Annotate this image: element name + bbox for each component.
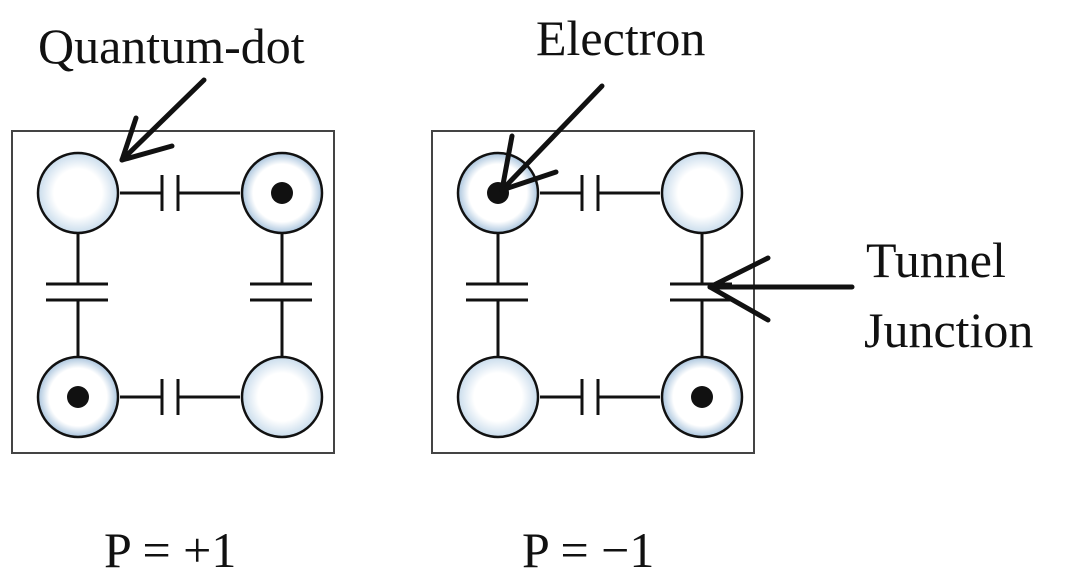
cell-1-junction-bottom <box>120 379 240 415</box>
cell-1-electron-top-right <box>271 182 293 204</box>
cell-2-frame <box>431 130 755 454</box>
arrow-to-tunnel-junction <box>707 255 855 323</box>
cell-2-polarization-label: P = −1 <box>522 522 654 578</box>
arrow-to-quantum-dot <box>119 77 207 163</box>
label-quantum-dot: Quantum-dot <box>38 18 305 74</box>
cell-1-electron-bottom-left <box>67 386 89 408</box>
cell-2-junction-top <box>540 175 660 211</box>
cell-2-junction-bottom <box>540 379 660 415</box>
cell-1-polarization-label: P = +1 <box>104 522 236 578</box>
cell-1-junction-left <box>46 233 108 356</box>
qca-cell-2 <box>431 130 755 454</box>
label-tunnel: Tunnel <box>866 232 1006 288</box>
label-electron: Electron <box>536 10 705 66</box>
label-junction: Junction <box>864 302 1033 358</box>
cell-1-junction-top <box>120 175 240 211</box>
cell-1-dot-top-left <box>36 151 120 235</box>
arrow-to-electron <box>499 83 605 193</box>
cell-2-electron-bottom-right <box>691 386 713 408</box>
qca-cell-1 <box>11 130 335 454</box>
cell-2-junction-right <box>670 233 732 356</box>
cell-1-dot-bottom-right <box>240 355 324 439</box>
cell-2-dot-bottom-left <box>456 355 540 439</box>
cell-1-junction-right <box>250 233 312 356</box>
cell-1-frame <box>11 130 335 454</box>
cell-2-dot-top-right <box>660 151 744 235</box>
cell-2-junction-left <box>466 233 528 356</box>
